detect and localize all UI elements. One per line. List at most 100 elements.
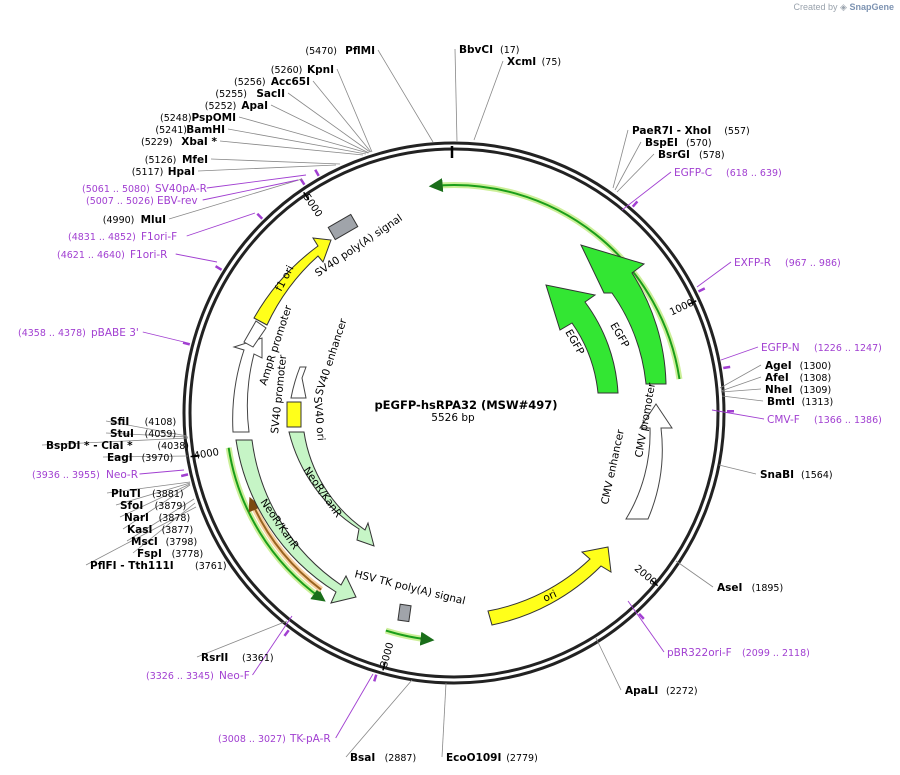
enzyme-pos-bamhi: (5241) xyxy=(155,125,187,136)
primer-leader-egfp-n xyxy=(720,346,759,361)
primer-leader-f1ori-f xyxy=(186,212,256,237)
enzyme-pos-paer7i-xhoi: (557) xyxy=(724,126,750,137)
enzyme-pos-pflmi: (5470) xyxy=(305,46,337,57)
tick-label-3000: 3000 xyxy=(379,641,396,668)
enzyme-pos-bmti: (1313) xyxy=(802,397,834,408)
enzyme-pos-mfei: (5126) xyxy=(145,155,177,166)
enzyme-leader-mlui xyxy=(168,178,303,220)
primer-leader-neo-r xyxy=(139,469,185,475)
primer-mark-sv40pa-r xyxy=(314,169,320,177)
credit-brand: SnapGene xyxy=(849,2,894,12)
feature-sv40-polya xyxy=(327,213,359,241)
tick-label-4000: 4000 xyxy=(193,447,220,462)
feature-neor-kanr-2 xyxy=(288,431,375,547)
enzyme-pos-sfoi: (3879) xyxy=(155,501,187,512)
enzyme-pos-apali: (2272) xyxy=(666,686,698,697)
enzyme-label-bsrgi: BsrGI xyxy=(658,149,690,161)
enzyme-leader-rsrii xyxy=(196,620,288,658)
enzyme-pos-hpai: (5117) xyxy=(132,167,164,178)
primer-leader-exfp-r xyxy=(696,261,732,288)
enzyme-pos-bspdi-clai: (4038) xyxy=(157,441,189,452)
enzyme-pos-xbai: (5229) xyxy=(141,137,173,148)
enzyme-leader-pspomi xyxy=(238,116,369,154)
enzyme-label-pflmi: PflMI xyxy=(345,45,375,57)
primer-range-egfp-n: (1226 .. 1247) xyxy=(814,343,882,354)
enzyme-label-msci: MscI xyxy=(131,536,158,548)
enzyme-pos-pspomi: (5248) xyxy=(160,113,192,124)
enzyme-label-ecoo109i: EcoO109I xyxy=(446,752,501,764)
primer-label-egfp-n: EGFP-N xyxy=(761,342,800,354)
enzyme-label-apali: ApaLI xyxy=(625,685,658,697)
feature-label-hsv-tk-polya: HSV TK poly(A) signal xyxy=(353,568,466,607)
feature-label-sv40-ori: SV40 ori xyxy=(311,396,327,441)
enzyme-label-pluti: PluTI xyxy=(111,488,141,500)
enzyme-label-eagi: EagI xyxy=(107,452,133,464)
enzyme-leader-nhei xyxy=(720,388,762,393)
tick-mark-1000 xyxy=(687,300,697,306)
primer-leader-neo-f xyxy=(252,615,293,676)
enzyme-pos-mlui: (4990) xyxy=(103,215,135,226)
tick-mark-3000 xyxy=(382,661,387,671)
enzyme-pos-nhei: (1309) xyxy=(800,385,832,396)
primer-leader-cmv-f xyxy=(711,409,765,420)
backbone-outer xyxy=(182,141,726,685)
primer-range-exfp-r: (967 .. 986) xyxy=(785,258,841,269)
enzyme-leader-afei xyxy=(720,376,762,392)
enzyme-leader-sfoi xyxy=(115,482,191,506)
enzyme-pos-eagi: (3970) xyxy=(142,453,174,464)
enzyme-label-kasi: KasI xyxy=(127,524,152,536)
feature-label-ori: ori xyxy=(541,588,558,605)
enzyme-leader-snabi xyxy=(718,464,757,475)
enzyme-label-bsai: BsaI xyxy=(350,752,375,764)
feature-sv40-ori xyxy=(286,401,302,428)
enzyme-leader-fspi xyxy=(132,502,196,554)
primer-range-f1ori-f: (4831 .. 4852) xyxy=(68,232,136,243)
enzyme-leader-sacii xyxy=(287,92,371,153)
enzyme-leader-bspei xyxy=(614,141,642,191)
enzyme-leader-msci xyxy=(126,498,195,542)
enzyme-leader-acc65i xyxy=(312,80,372,153)
enzyme-label-hpai: HpaI xyxy=(168,166,195,178)
enzyme-leader-pluti xyxy=(106,481,191,494)
primer-mark-neo-r xyxy=(180,473,189,478)
enzyme-pos-msci: (3798) xyxy=(166,537,198,548)
primer-label-f1ori-f: F1ori-F xyxy=(141,231,177,243)
primer-mark-f1ori-f xyxy=(256,212,264,220)
enzyme-label-nari: NarI xyxy=(124,512,149,524)
primer-range-pbr322ori-f: (2099 .. 2118) xyxy=(742,648,810,659)
primer-range-egfp-c: (618 .. 639) xyxy=(726,168,782,179)
enzyme-leader-xbai xyxy=(219,140,364,156)
enzyme-label-stui: StuI xyxy=(110,428,134,440)
enzyme-pos-bspei: (570) xyxy=(686,138,712,149)
enzyme-label-xcmi: XcmI xyxy=(507,56,536,68)
feature-label-neor-kanr-2: NeoR/KanR xyxy=(301,465,344,520)
primer-mark-ebv-rev xyxy=(299,178,306,186)
primer-leader-tk-pa-r xyxy=(335,673,374,739)
enzyme-leader-bbvci xyxy=(454,48,458,143)
enzyme-pos-nari: (3878) xyxy=(159,513,191,524)
enzyme-leader-agei xyxy=(719,364,762,389)
enzyme-leader-bspdi-clai xyxy=(41,437,189,446)
enzyme-pos-sacii: (5255) xyxy=(215,89,247,100)
enzyme-label-xbai: XbaI * xyxy=(181,136,217,148)
feature-ori xyxy=(487,546,612,626)
enzyme-leader-sfii xyxy=(105,420,188,437)
primer-range-pbabe-3: (4358 .. 4378) xyxy=(18,328,86,339)
enzyme-label-bmti: BmtI xyxy=(767,396,795,408)
primer-leader-ebv-rev xyxy=(202,179,299,201)
enzyme-label-asei: AseI xyxy=(717,582,742,594)
tick-label-5000: 5000 xyxy=(301,192,324,219)
enzyme-pos-bbvci: (17) xyxy=(500,45,520,56)
primer-marks xyxy=(180,169,735,682)
enzyme-pos-sfii: (4108) xyxy=(145,417,177,428)
primer-label-sv40pa-r: SV40pA-R xyxy=(155,183,207,195)
enzyme-label-apai: ApaI xyxy=(241,100,268,112)
enzyme-label-bspei: BspEI xyxy=(645,137,678,149)
enzyme-pos-rsrii: (3361) xyxy=(242,653,274,664)
enzyme-pos-pflfi-tth111i: (3761) xyxy=(195,561,227,572)
feature-neor-kanr xyxy=(235,439,357,604)
enzyme-leader-bamhi xyxy=(227,128,367,155)
primer-label-neo-r: Neo-R xyxy=(106,469,138,481)
enzyme-pos-kasi: (3877) xyxy=(162,525,194,536)
primer-label-egfp-c: EGFP-C xyxy=(674,167,712,179)
